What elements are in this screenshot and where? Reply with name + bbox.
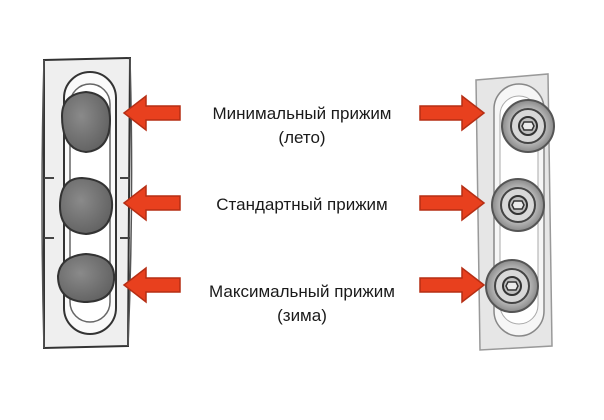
arrow-right-max-icon [419,266,486,304]
left-cam-strip [41,56,133,350]
arrows [122,94,486,304]
label-standard-pressure: Стандартный прижим [190,193,414,217]
cam-max [56,252,116,304]
arrow-left-max-icon [122,266,181,304]
arrow-left-min-icon [122,94,181,132]
cam-min [60,90,112,154]
label-min-line2: (лето) [278,128,326,147]
roller-max [485,259,539,313]
label-max-line1: Максимальный прижим [209,282,395,301]
label-min-pressure: Минимальный прижим (лето) [190,102,414,150]
arrow-right-min-icon [419,94,486,132]
roller-standard [491,178,545,232]
right-roller-strip [475,73,555,351]
arrow-right-standard-icon [419,184,486,222]
label-min-line1: Минимальный прижим [212,104,392,123]
arrow-left-standard-icon [122,184,181,222]
cam-standard [58,176,114,236]
label-std-line1: Стандартный прижим [216,195,388,214]
label-max-line2: (зима) [277,306,327,325]
roller-min [501,99,555,153]
label-max-pressure: Максимальный прижим (зима) [190,280,414,328]
